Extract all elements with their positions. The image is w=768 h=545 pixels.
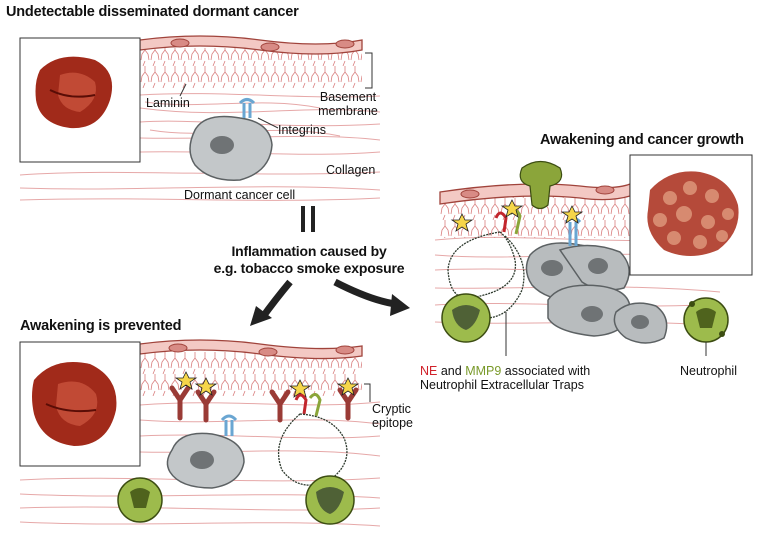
mmp9-enzyme-on-membrane [519, 160, 563, 210]
label-laminin: Laminin [146, 96, 190, 110]
label-dormant-cell: Dormant cancer cell [184, 188, 296, 202]
title-awakening: Awakening and cancer growth [540, 132, 744, 148]
label-ne-mmp9-line2: Neutrophil Extracellular Traps [420, 378, 584, 392]
dormant-cancer-cell-top [189, 98, 273, 181]
tissue-photo-top [19, 37, 141, 163]
epitope-stars-right [450, 199, 584, 232]
laminin-leader [179, 83, 187, 97]
inflammation-arrows [250, 206, 410, 326]
tissue-photo-bottom [19, 341, 141, 467]
tissue-photo-right [629, 154, 753, 276]
label-cryptic-line2: epitope [372, 416, 414, 430]
ne-mmp9-enzymes-bottom [294, 393, 322, 417]
basement-membrane-top [139, 35, 363, 88]
epitope-stars-bottom [174, 371, 360, 398]
cancer-cell-nuclei [541, 258, 649, 329]
dormant-cancer-cell-bottom [166, 414, 245, 489]
title-dormant: Undetectable disseminated dormant cancer [6, 4, 299, 20]
label-basement-line1: Basement [319, 90, 377, 104]
label-inflammation-line2: e.g. tobacco smoke exposure [213, 260, 405, 276]
basement-bracket [365, 52, 373, 89]
label-ne-mmp9-line1: NE and MMP9 associated with [420, 364, 590, 378]
neutrophil-bottom-left [117, 477, 163, 523]
basement-membrane-bottom [139, 339, 363, 396]
label-neutrophil: Neutrophil [680, 364, 737, 378]
label-and: and [437, 364, 466, 378]
integrins-leader [257, 117, 279, 129]
label-ne-mmp9: NE and MMP9 associated with Neutrophil E… [420, 364, 590, 392]
neutrophil-net-cell [441, 293, 491, 343]
label-inflammation: Inflammation caused by e.g. tobacco smok… [196, 243, 422, 277]
label-basement-membrane: Basement membrane [306, 90, 390, 118]
label-integrins: Integrins [278, 123, 326, 137]
neutrophil-extracellular-trap-right [447, 231, 525, 319]
label-cryptic-epitope: Cryptic epitope [372, 402, 413, 430]
antibodies-bottom [169, 385, 359, 423]
cryptic-bracket [364, 383, 371, 402]
label-inflammation-line1: Inflammation caused by [231, 243, 387, 259]
label-ne: NE [420, 364, 438, 378]
label-basement-line2: membrane [318, 104, 378, 118]
label-assoc-1: associated with [501, 364, 591, 378]
label-collagen: Collagen [326, 163, 376, 177]
label-cryptic-line1: Cryptic [372, 402, 411, 416]
title-prevented: Awakening is prevented [20, 318, 182, 334]
neutrophil-cell [683, 297, 729, 343]
neutrophil-extracellular-trap-bottom [278, 413, 348, 486]
label-mmp9: MMP9 [465, 364, 502, 378]
neutrophil-net-cell-bottom [305, 475, 355, 525]
